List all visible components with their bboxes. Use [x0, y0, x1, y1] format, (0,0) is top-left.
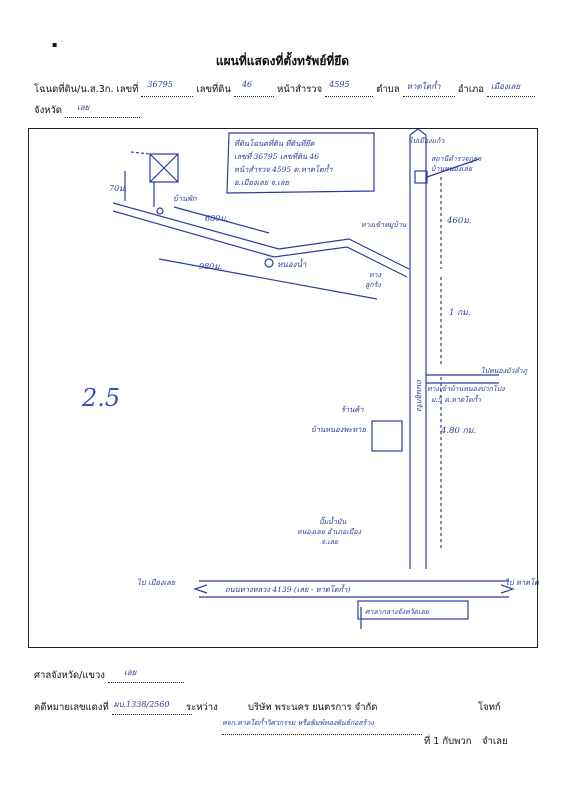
province-line: จังหวัด เลย: [34, 103, 141, 118]
court: เลย: [123, 668, 137, 677]
shop-label-1: ร้านค้า: [341, 405, 364, 414]
survey-page-label: หน้าสำรวจ: [276, 84, 323, 95]
village-label-2: ม.5 ต.หาดโตก้ำ: [431, 394, 482, 404]
old-house-label: บ้านพัก: [173, 194, 197, 203]
land-no-label: เลขที่ดิน: [196, 84, 231, 95]
note-line-3: หน้าสำรวจ 4595 ต.หาดโตก้ำ: [234, 164, 333, 174]
bottom-sign-box: [357, 600, 469, 620]
dist-1km-label: 1 กม.: [449, 308, 471, 318]
school-label-2: บ้านหนองเลย: [431, 165, 473, 173]
school-label-1: สถานีตำรวจภูธร: [431, 155, 482, 163]
court-line: ศาลจังหวัด/แขวง เลย: [34, 668, 184, 683]
highway-label: ถนนทางหลวง 4139 (เลย - หาดโตก้ำ): [225, 584, 350, 594]
province-field: เลย: [65, 103, 141, 118]
property-parcel: [149, 153, 179, 183]
width-label: 70ม.: [109, 184, 127, 193]
defendant-role: จำเลย: [482, 736, 508, 747]
gas-label-1: ปั๊มน้ำมัน: [319, 516, 346, 526]
amphoe-field: เมืองเลย: [487, 82, 535, 97]
village-label-1: ทางเข้าบ้านหนองปากโปง: [427, 384, 505, 393]
site-map: ที่ดินโฉนดที่ดิน ที่ดินที่ยึด เลขที่ 367…: [28, 128, 548, 648]
old-house-mark: [156, 207, 164, 215]
deed-field: 36795: [141, 80, 194, 97]
pond-mark: [264, 258, 274, 268]
plaintiff-name: บริษัท พระนคร ยนตรการ จำกัด: [248, 702, 378, 713]
land-no-field: 46: [233, 80, 274, 97]
case-line: คดีหมายเลขแดงที่ ผบ.1338/2560: [34, 700, 192, 715]
tambon-field: หาดโตก้ำ: [402, 82, 455, 97]
gas-label-3: จ.เลย: [321, 538, 339, 546]
bottom-sign-label: ศาลากลางจังหวัดเลย: [365, 608, 430, 616]
note-line-2: เลขที่ 36795 เลขที่ดิน 46: [234, 151, 319, 161]
north-label: ไปเมืองแก้ว: [409, 136, 445, 145]
province-label: จังหวัด: [34, 105, 62, 116]
left-end-label: ไป เมืองเลย: [137, 578, 176, 587]
survey-page-field: 4595: [325, 80, 374, 97]
road-2-label: ทาง: [369, 271, 382, 279]
case-label: คดีหมายเลขแดงที่: [34, 702, 109, 713]
defendant-field: หจก.หาดโตก้ำวิศวกรรม หรือพิมพ์ทองพันธ์ก่…: [222, 718, 422, 735]
plaintiff-role: โจทก์: [478, 702, 501, 713]
tambon: หาดโตก้ำ: [406, 82, 441, 91]
dist-480-label: 4.80 กม.: [440, 426, 476, 436]
right-end-label: ไป หาดโตก้ำ: [505, 577, 539, 587]
tambon-label: ตำบล: [376, 84, 400, 95]
defendant-suffix: ที่ 1 กับพวก: [424, 736, 472, 747]
gas-label-2: หนองเลย อำเภอเมือง: [297, 528, 362, 536]
court-label: ศาลจังหวัด/แขวง: [34, 670, 105, 681]
defendant-name: หจก.หาดโตก้ำวิศวกรรม หรือพิมพ์ทองพันธ์ก่…: [222, 719, 374, 727]
road-3-label: ลูกรัง: [365, 281, 381, 289]
note-line-1: ที่ดินโฉนดที่ดิน ที่ดินที่ยึด: [234, 138, 316, 148]
deed-line: โฉนดที่ดิน/น.ส.3ก. เลขที่ 36795 เลขที่ดิ…: [34, 80, 535, 97]
dist-460-label: 460ม.: [446, 216, 472, 226]
land-no: 46: [241, 80, 253, 89]
shop-label-2: บ้านหนองพะทาย: [311, 425, 366, 434]
stray-mark: ▪ ˙: [52, 40, 64, 49]
amphoe: เมืองเลย: [491, 82, 521, 91]
pond-label: หนองน้ำ: [277, 258, 307, 269]
property-note-box: [226, 132, 375, 194]
access-road: [112, 202, 410, 270]
province: เลย: [77, 103, 90, 112]
case-field: ผบ.1338/2560: [111, 700, 192, 715]
dist-680-label: 680ม.: [205, 214, 228, 223]
vertical-road-label: ถนนลูกรัง: [415, 379, 424, 412]
shop-box: [371, 420, 403, 452]
deed-label: โฉนดที่ดิน/น.ส.3ก. เลขที่: [34, 84, 139, 95]
note-line-4: อ.เมืองเลย จ.เลย: [234, 178, 289, 187]
margin-mark: 2.5: [82, 384, 121, 412]
between-label: ระหว่าง: [186, 702, 218, 713]
bridge-label: ไปหนองบัวลำภู: [481, 366, 528, 375]
amphoe-label: อำเภอ: [457, 84, 484, 95]
court-field: เลย: [107, 668, 184, 683]
deed-no: 36795: [147, 80, 173, 89]
page-title: แผนที่แสดงที่ตั้งทรัพย์ที่ยึด: [215, 54, 350, 68]
road-1-label: ทางเข้าหมู่บ้าน: [361, 221, 407, 229]
case-no: ผบ.1338/2560: [113, 700, 170, 709]
survey-page: 4595: [329, 80, 350, 89]
dist-980-label: 980ม.: [199, 262, 222, 271]
map-drawing: ที่ดินโฉนดที่ดิน ที่ดินที่ยึด เลขที่ 367…: [109, 128, 548, 629]
